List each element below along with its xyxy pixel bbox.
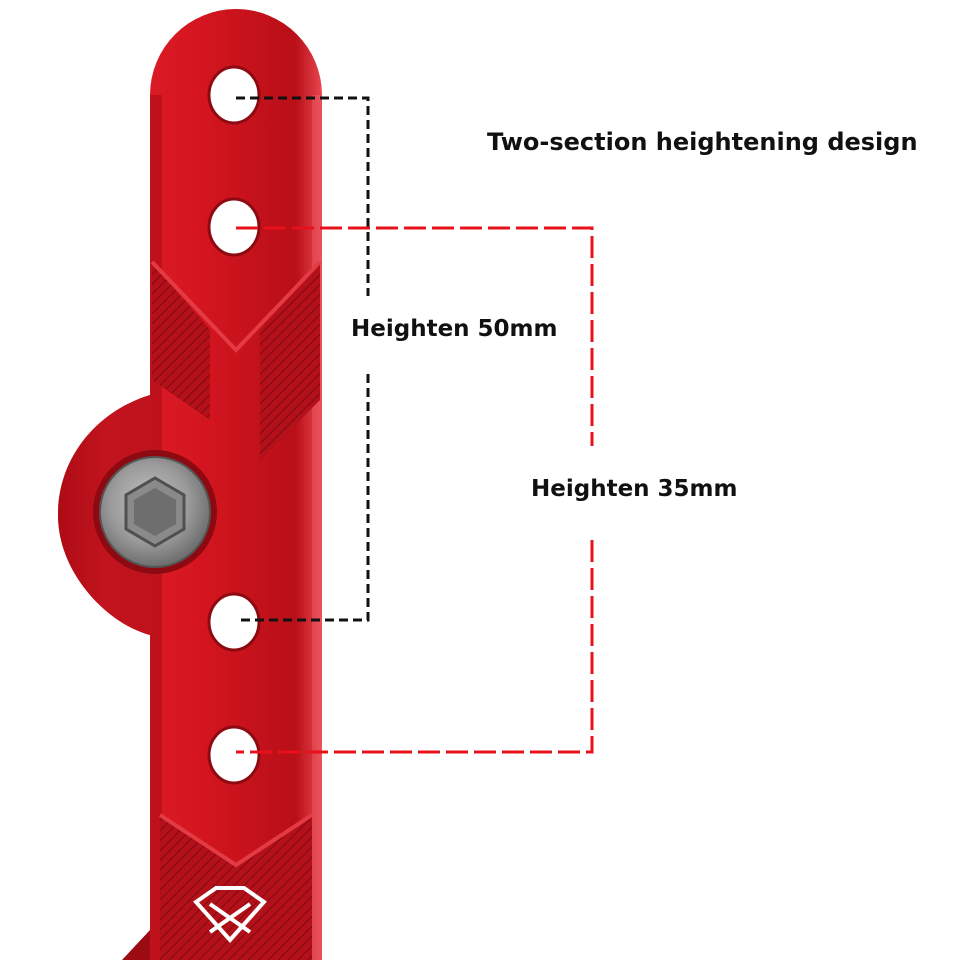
hole-2	[207, 197, 261, 257]
mounting-holes	[207, 65, 261, 785]
dimension-35mm	[236, 226, 594, 754]
grip-pattern-right	[260, 262, 320, 460]
hole-4	[207, 725, 261, 785]
hex-socket-bolt-icon	[93, 450, 217, 574]
grip-pattern-left	[152, 262, 210, 420]
diamond-logo-icon	[193, 886, 267, 943]
hole-1	[207, 65, 261, 125]
dimension-50mm	[236, 96, 370, 622]
design-title: Two-section heightening design	[487, 128, 918, 156]
heighten-35mm-label: Heighten 35mm	[531, 476, 738, 502]
heighten-50mm-label: Heighten 50mm	[351, 316, 558, 342]
hole-3	[207, 592, 261, 652]
